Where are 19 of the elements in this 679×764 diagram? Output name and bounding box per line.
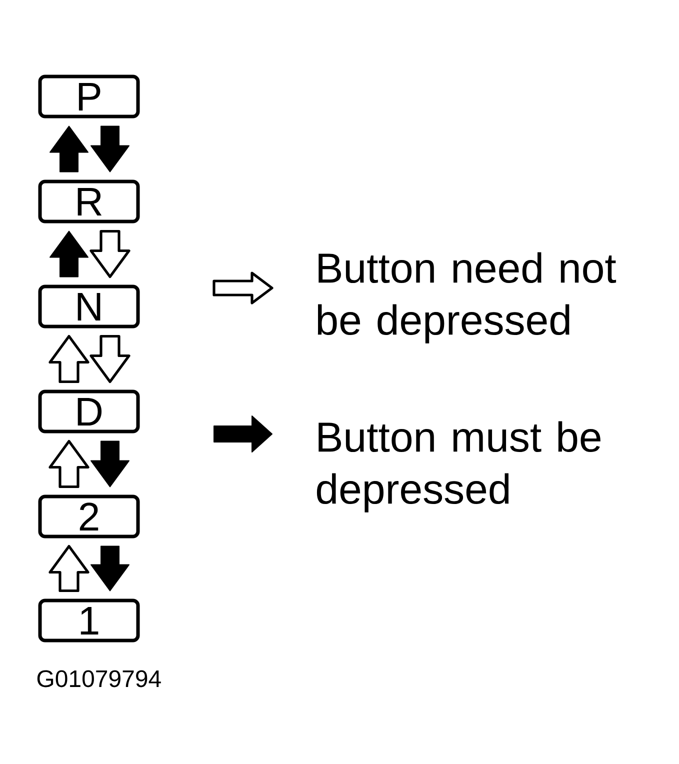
block-arrow bbox=[48, 334, 90, 384]
position-box: 2 bbox=[38, 494, 140, 538]
block-arrow bbox=[90, 546, 130, 592]
block-arrow bbox=[50, 230, 88, 278]
figure-code: G01079794 bbox=[37, 670, 161, 688]
block-arrow bbox=[90, 334, 130, 384]
legend-text: Button must be depressed bbox=[316, 421, 600, 512]
position-box: 1 bbox=[38, 598, 140, 642]
position-box: R bbox=[38, 180, 140, 224]
legend-text: Button need not be depressed bbox=[318, 252, 616, 344]
block-arrow bbox=[48, 440, 90, 488]
block-arrow bbox=[90, 230, 130, 278]
block-arrow bbox=[90, 440, 130, 488]
position-box: D bbox=[38, 390, 140, 434]
block-arrow bbox=[50, 126, 88, 172]
block-arrow bbox=[90, 126, 130, 172]
position-box: P bbox=[38, 74, 140, 118]
block-arrow bbox=[48, 544, 90, 592]
position-box: N bbox=[38, 284, 140, 328]
